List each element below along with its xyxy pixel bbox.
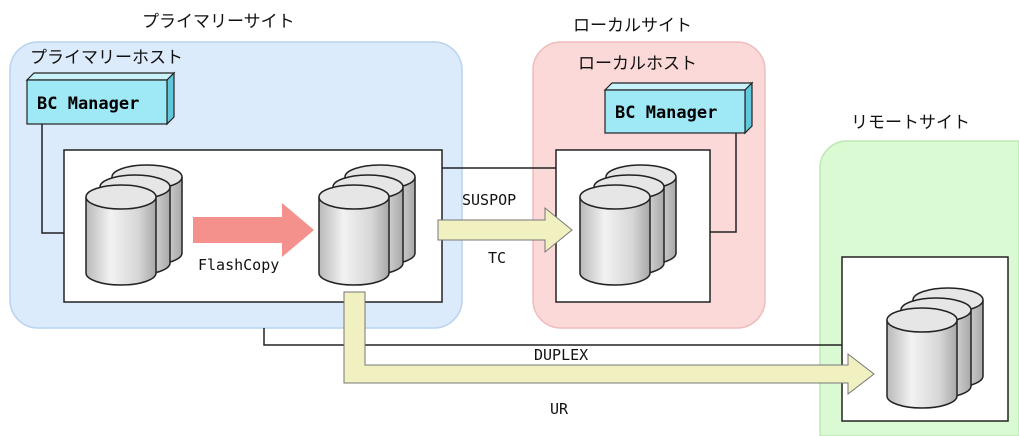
primary-bc-manager-box: BC Manager bbox=[25, 71, 176, 126]
flashcopy-arrow bbox=[193, 203, 314, 257]
ur-type-label: UR bbox=[550, 400, 569, 418]
tc-copy-arrow bbox=[437, 206, 573, 254]
primary-bc-link bbox=[41, 122, 64, 234]
flashcopy-label: FlashCopy bbox=[198, 256, 279, 274]
primary-host-label: プライマリーホスト bbox=[30, 48, 183, 68]
remote-site-label: リモートサイト bbox=[851, 113, 970, 133]
primary-to-remote-link bbox=[263, 328, 842, 346]
primary-site-label: プライマリーサイト bbox=[142, 12, 295, 32]
ur-copy-arrow bbox=[343, 291, 875, 396]
local-host-label: ローカルホスト bbox=[578, 54, 697, 74]
local-site-label: ローカルサイト bbox=[573, 16, 692, 36]
tc-status-label: SUSPOP bbox=[462, 191, 516, 209]
local-bc-manager-box: BC Manager bbox=[603, 81, 754, 135]
local-bc-manager-label: BC Manager bbox=[615, 103, 717, 123]
primary-bc-manager-label: BC Manager bbox=[37, 94, 139, 114]
tc-type-label: TC bbox=[488, 249, 506, 267]
local-bc-link bbox=[710, 133, 737, 233]
ur-status-label: DUPLEX bbox=[534, 346, 588, 364]
